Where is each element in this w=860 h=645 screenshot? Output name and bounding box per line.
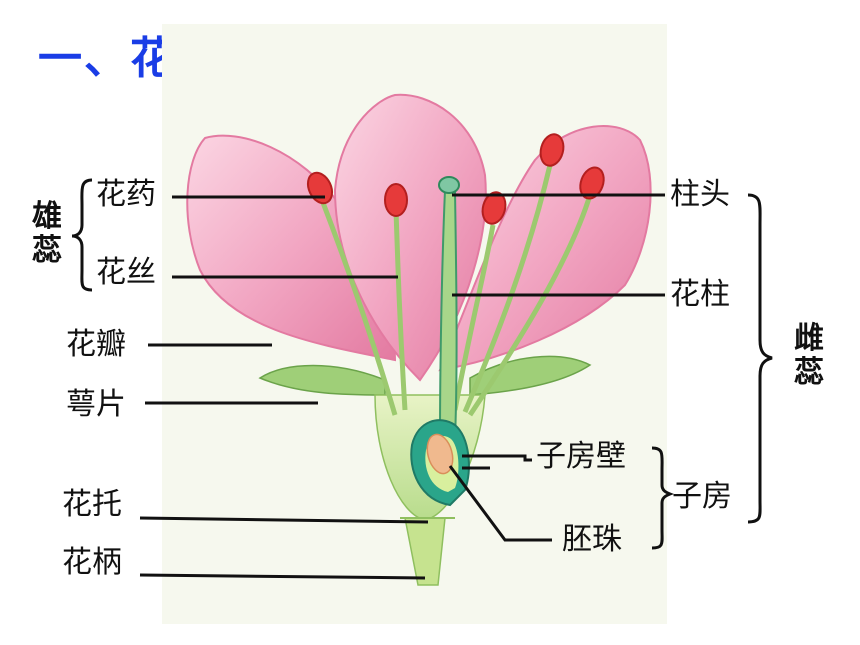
filament-4 (462, 164, 553, 413)
anther-2 (384, 183, 408, 217)
leader-ovary-wall (462, 454, 532, 462)
label-pistil: 雌蕊 (794, 321, 824, 390)
label-receptacle: 花托 (62, 487, 122, 522)
label-pedicel: 花柄 (62, 545, 122, 580)
brace-stamen (71, 178, 93, 292)
filament-2 (393, 209, 408, 411)
label-stamen: 雄蕊 (32, 199, 62, 268)
brace-ovary (651, 446, 675, 550)
stigma-shape (438, 176, 460, 194)
filament-1 (319, 199, 398, 416)
brace-pistil (747, 193, 773, 524)
filament-5 (467, 194, 593, 417)
filament-3 (452, 224, 496, 411)
leader-receptacle (139, 516, 429, 524)
label-filament: 花丝 (96, 255, 156, 290)
leader-pedicel (139, 573, 426, 580)
label-petal: 花瓣 (66, 327, 126, 362)
anther-3 (481, 191, 507, 225)
label-ovary: 子房 (672, 479, 732, 514)
sepal-left (258, 364, 386, 396)
label-sepal: 萼片 (66, 387, 126, 422)
label-stigma: 柱头 (670, 177, 730, 212)
label-anther: 花药 (96, 177, 156, 212)
label-ovary-wall: 子房壁 (536, 439, 626, 474)
label-style: 花柱 (670, 277, 730, 312)
ovule-shape (426, 433, 454, 475)
label-ovule: 胚珠 (562, 522, 622, 557)
leader-ovule (448, 465, 552, 542)
anther-5 (579, 166, 605, 200)
anther-4 (539, 133, 565, 167)
